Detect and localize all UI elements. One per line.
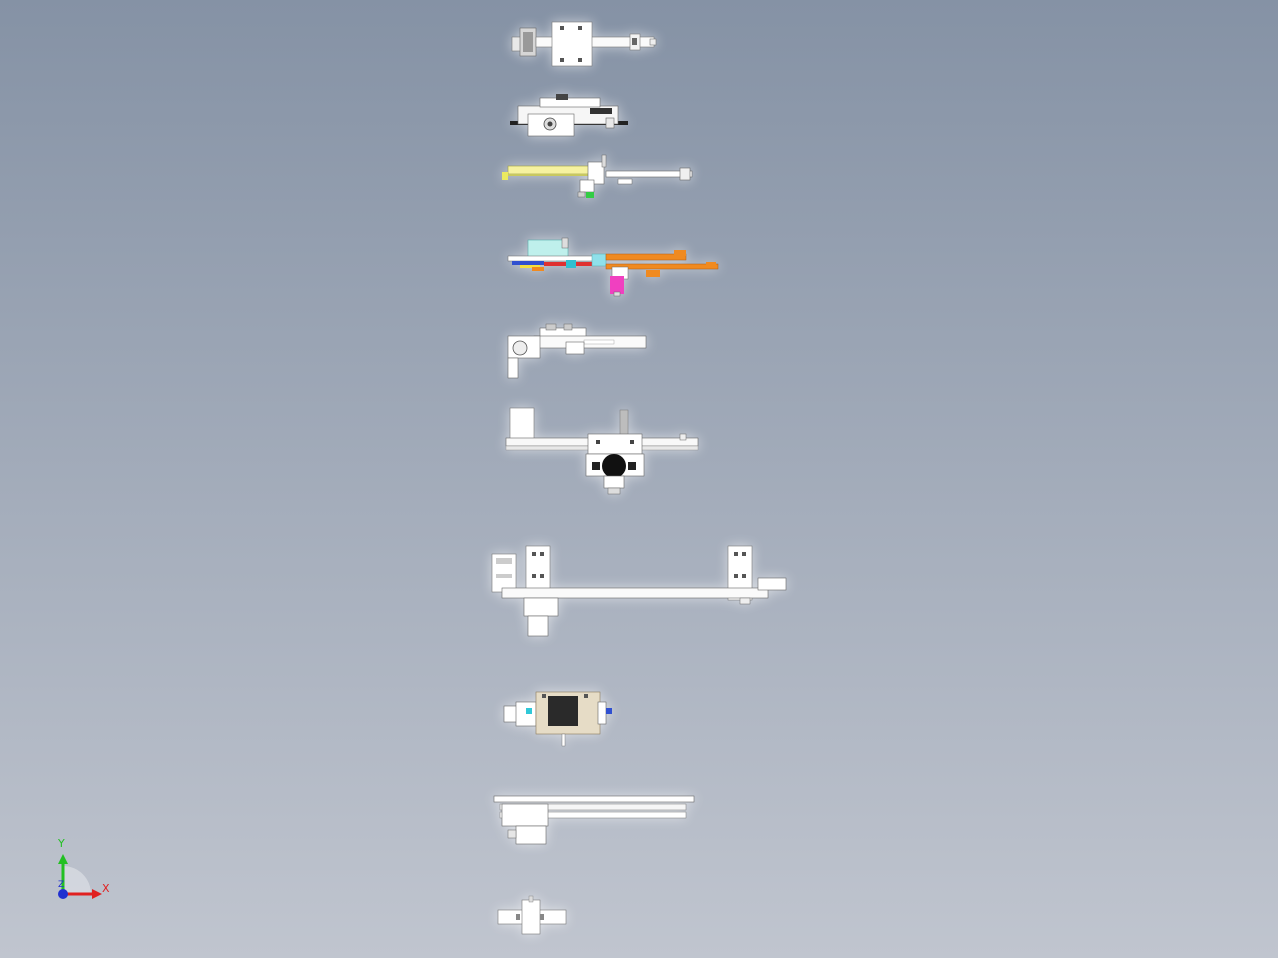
triad-z-label: Z bbox=[58, 880, 65, 890]
module-10-cross-bracket[interactable] bbox=[496, 894, 570, 936]
module-5-rail-with-gear[interactable] bbox=[506, 322, 650, 382]
module-3-drawing bbox=[502, 154, 693, 198]
module-9-drawing bbox=[493, 795, 695, 845]
module-4-drawing bbox=[507, 237, 719, 297]
module-6-gantry-motor[interactable] bbox=[504, 404, 700, 498]
triad-x-label: X bbox=[102, 882, 110, 895]
coordinate-triad: Y X Z bbox=[48, 836, 120, 908]
module-6-drawing bbox=[505, 407, 699, 495]
module-10-drawing bbox=[497, 895, 567, 935]
module-4-colored-assembly[interactable] bbox=[506, 236, 724, 298]
module-8-drawing bbox=[503, 691, 612, 747]
triad-axes-icon bbox=[58, 854, 102, 899]
module-2-drawing bbox=[510, 94, 628, 137]
module-7-long-beam[interactable] bbox=[488, 544, 790, 640]
module-1-linear-slide[interactable] bbox=[511, 20, 658, 70]
module-1-drawing bbox=[511, 21, 657, 67]
module-8-motor-housing[interactable] bbox=[502, 686, 616, 748]
module-9-flat-rail[interactable] bbox=[492, 794, 696, 846]
module-5-drawing bbox=[507, 323, 647, 379]
triad-y-label: Y bbox=[58, 837, 65, 850]
module-2-compact-stage[interactable] bbox=[510, 94, 628, 140]
module-7-drawing bbox=[491, 545, 787, 637]
module-3-extended-rail[interactable] bbox=[502, 154, 696, 202]
